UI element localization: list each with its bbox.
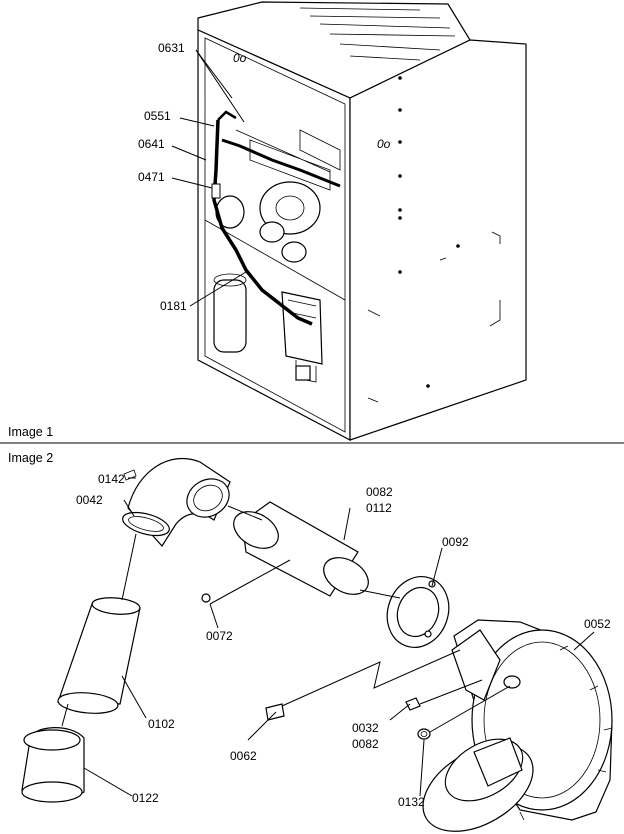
callout-0471: 0471 [138,170,165,184]
callout-0052: 0052 [584,617,611,631]
callout-0142: 0142 [98,472,125,486]
callout-0082-top: 0082 [366,485,393,499]
image1-leader-lines [171,49,247,307]
callout-0062: 0062 [230,749,257,763]
callout-0042: 0042 [76,493,103,507]
callout-0181: 0181 [160,299,187,313]
image2-caption: Image 2 [8,451,53,465]
vent-assembly-illustration [21,457,613,832]
callout-0631: 0631 [158,41,185,55]
callout-0122: 0122 [132,791,159,805]
callout-0132: 0132 [398,795,425,809]
image2-leader-lines [61,477,595,797]
callout-0092: 0092 [442,535,469,549]
callout-0551: 0551 [144,109,171,123]
callout-0032: 0032 [352,721,379,735]
image2-callouts: 0142 0042 0082 0112 0092 0052 0072 0102 … [76,472,611,809]
svg-text:0o: 0o [377,137,391,151]
svg-text:0o: 0o [233,51,247,65]
callout-0082-bottom: 0082 [352,737,379,751]
callout-0072: 0072 [206,629,233,643]
callout-0102: 0102 [148,717,175,731]
callout-0112: 0112 [366,501,392,515]
image1-caption: Image 1 [8,425,53,439]
image1-callouts: 0631 0551 0641 0471 0181 [138,41,187,313]
callout-0641: 0641 [138,137,165,151]
furnace-cabinet-illustration: 0o 0o [197,1,527,441]
